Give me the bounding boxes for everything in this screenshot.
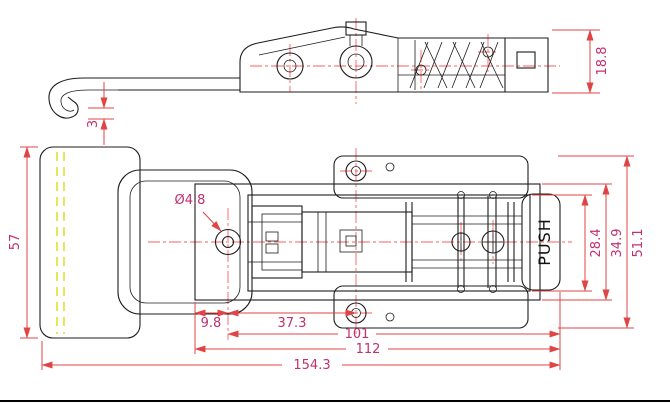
plan-view: PUSH [39, 146, 561, 339]
dim-18-8: 18.8 [595, 47, 610, 76]
dim-57: 57 [8, 234, 23, 251]
dim-37-3: 37.3 [278, 316, 307, 331]
dim-34-9: 34.9 [610, 229, 625, 258]
centerlines [148, 18, 572, 340]
side-view [48, 21, 549, 119]
dim-9-8: 9.8 [201, 316, 222, 331]
dim-101: 101 [345, 327, 370, 342]
push-label: PUSH [535, 218, 554, 266]
dim-51-1: 51.1 [631, 229, 646, 258]
dim-hole-diameter: Ø4.8 [175, 193, 206, 208]
dim-3: 3 [86, 120, 101, 128]
dimension-annotations: 18.8 3 57 Ø4.8 9.8 37.3 101 112 [8, 29, 646, 373]
dim-28-4: 28.4 [589, 229, 604, 258]
bend-lines [56, 152, 65, 334]
dim-154-3: 154.3 [293, 358, 330, 373]
dim-112: 112 [356, 342, 381, 357]
